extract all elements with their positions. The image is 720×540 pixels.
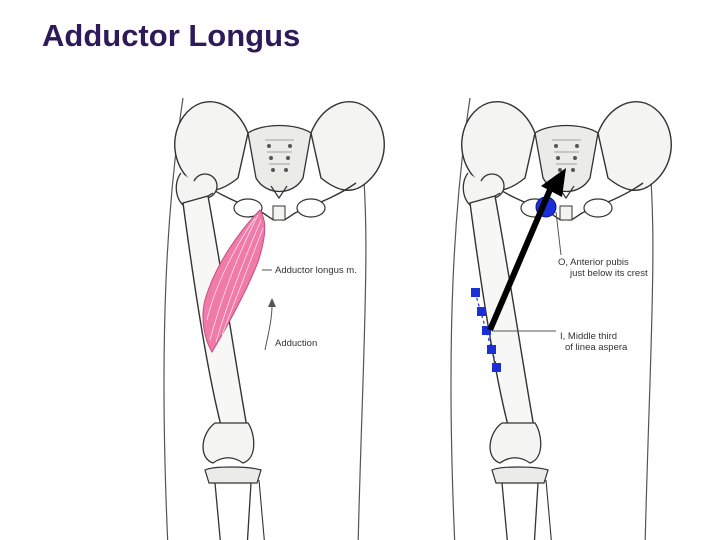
muscle-label: Adductor longus m. <box>275 265 357 276</box>
muscle-fibers <box>206 214 264 343</box>
slide-title: Adductor Longus <box>42 18 301 53</box>
insertion-marker <box>482 326 491 335</box>
origin-label-line1: O, Anterior pubis <box>558 257 629 268</box>
insertion-marker <box>487 345 496 354</box>
linea-aspera-line <box>474 291 498 369</box>
left-skeleton <box>163 97 385 540</box>
adductor-longus-muscle <box>202 209 266 353</box>
curved-arrow-head <box>268 298 276 307</box>
curved-arrow-icon <box>264 304 273 351</box>
direction-arrow-shaft <box>487 183 555 332</box>
insertion-label-line2: of linea aspera <box>565 342 628 353</box>
origin-label-leader <box>555 211 562 256</box>
origin-label-line2: just below its crest <box>569 268 648 279</box>
insertion-label-line1: I, Middle third <box>560 331 617 342</box>
right-skeleton <box>450 97 672 540</box>
action-label: Adduction <box>275 338 317 349</box>
arrow-up-right-icon <box>541 168 566 197</box>
insertion-marker <box>477 307 486 316</box>
